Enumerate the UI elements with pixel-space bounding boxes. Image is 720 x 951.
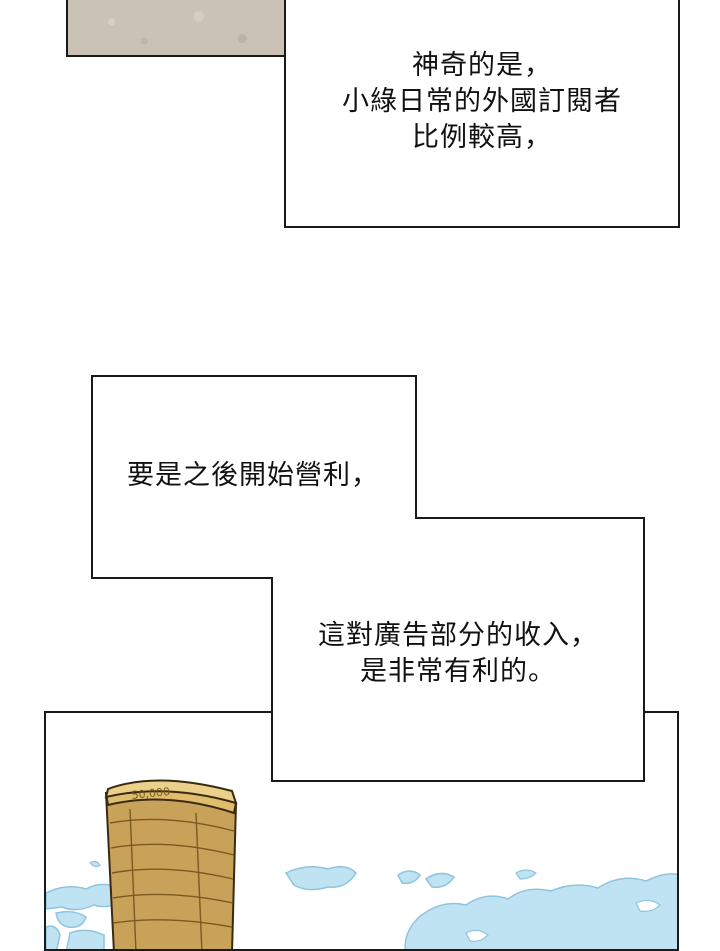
caption-box-2: 要是之後開始營利，	[92, 456, 414, 496]
caption-3-line-1: 這對廣告部分的收入，	[318, 620, 598, 651]
caption-1-line-1: 神奇的是，	[412, 50, 552, 81]
caption-box-1: 神奇的是， 小綠日常的外國訂閱者 比例較高，	[284, 0, 680, 228]
caption-1-line-2: 小綠日常的外國訂閱者	[342, 86, 622, 117]
top-panel-background	[66, 0, 286, 57]
caption-2-text: 要是之後開始營利，	[127, 460, 379, 491]
caption-1-text: 神奇的是， 小綠日常的外國訂閱者 比例較高，	[342, 48, 622, 156]
caption-3-text: 這對廣告部分的收入， 是非常有利的。	[318, 618, 598, 690]
illustration-panel: 50,000	[44, 711, 679, 951]
money-box-stack: 50,000	[104, 779, 238, 949]
money-label: 50,000	[131, 785, 171, 802]
caption-3-line-2: 是非常有利的。	[360, 656, 556, 687]
caption-box-3: 這對廣告部分的收入， 是非常有利的。	[272, 616, 644, 692]
caption-1-line-3: 比例較高，	[412, 122, 552, 153]
world-map-illustration: 50,000	[46, 779, 677, 949]
